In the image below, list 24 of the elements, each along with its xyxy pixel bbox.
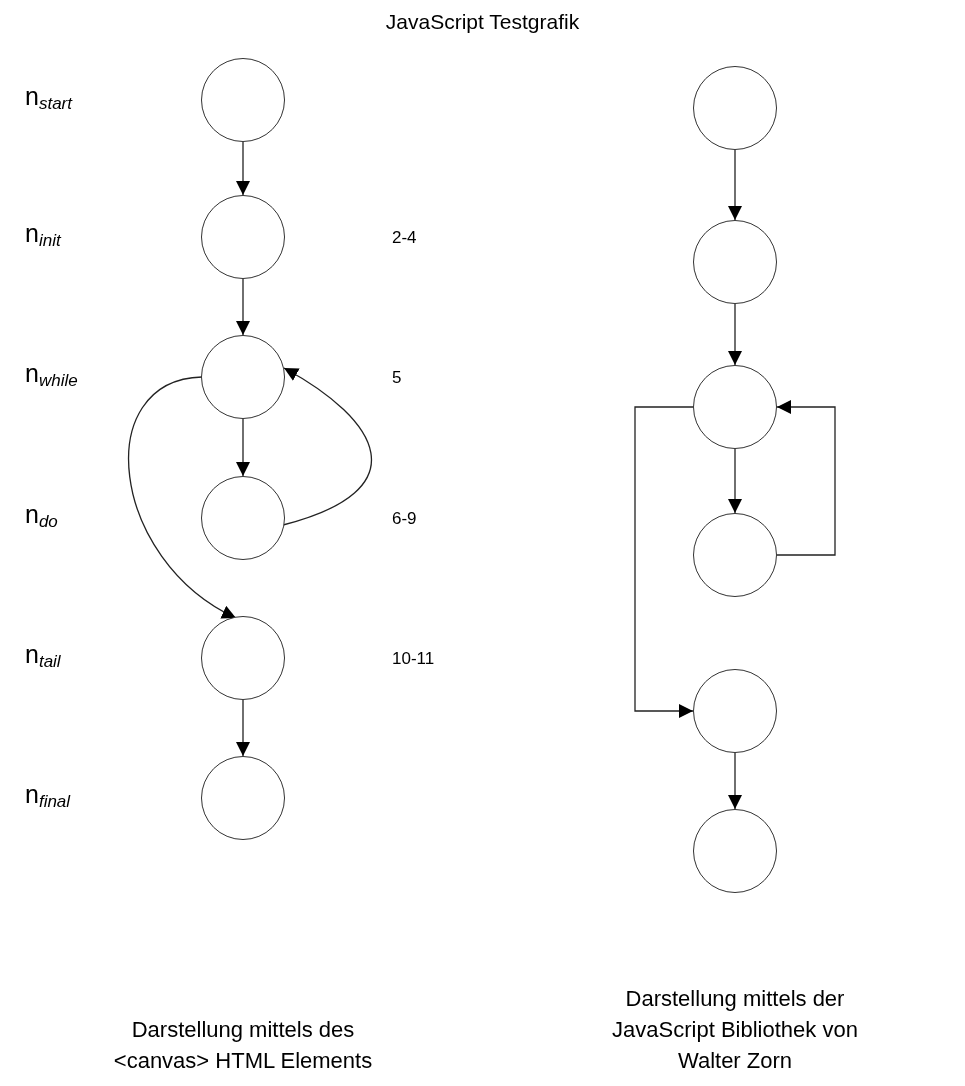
arrow <box>728 752 742 810</box>
caption-text: Darstellung mittels der JavaScript Bibliothek von Walter Zorn <box>611 985 859 1075</box>
arrow <box>728 149 742 221</box>
diagram-title: JavaScript Testgrafik <box>385 9 580 35</box>
node-name: n$_{init}$ <box>25 218 61 253</box>
line-range: 5 <box>392 367 402 389</box>
caption-text: Darstellung mittels des <canvas> HTML Elements <box>112 1016 374 1075</box>
arrow <box>728 303 742 366</box>
arrow <box>634 406 694 718</box>
node-name: n$_{final}$ <box>25 779 71 814</box>
line-range: 6-9 <box>392 508 417 530</box>
node-name: n$_{while}$ <box>25 358 78 393</box>
arrow <box>728 448 742 514</box>
node-name: n$_{tail}$ <box>25 639 61 674</box>
arrow <box>128 376 237 619</box>
arrow <box>236 699 250 757</box>
node-name: n$_{start}$ <box>25 81 72 116</box>
arrow <box>236 278 250 336</box>
line-range: 2-4 <box>392 227 417 249</box>
arrow <box>776 400 836 556</box>
node-name: n$_{do}$ <box>25 499 58 534</box>
arrow <box>236 418 250 477</box>
arrow <box>236 141 250 196</box>
line-range: 10-11 <box>392 648 435 670</box>
